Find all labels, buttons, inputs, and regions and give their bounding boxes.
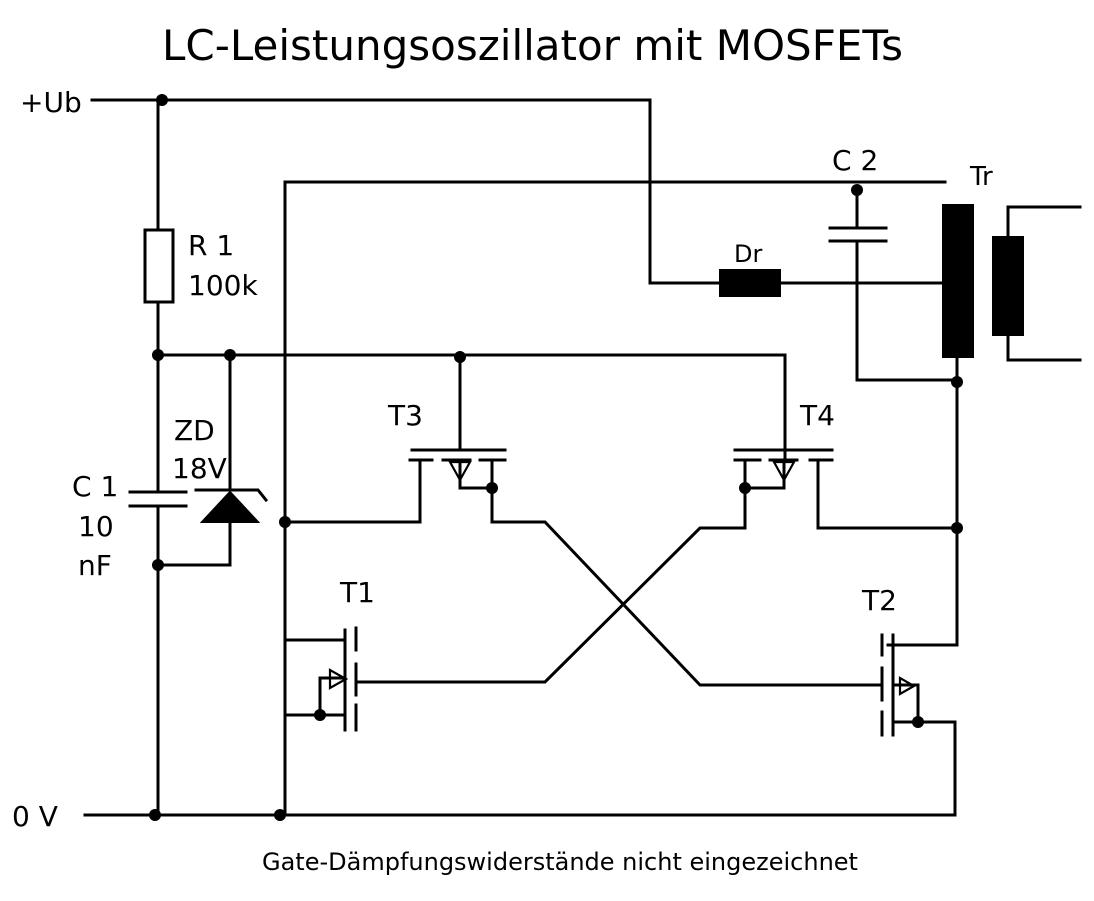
resistor-r1: R 1 100k: [143, 98, 258, 357]
gate-bias-bus: [152, 349, 787, 460]
c2-name: C 2: [832, 144, 878, 177]
capacitor-c1: C 1 10 nF: [72, 353, 188, 817]
mosfet-t4: T4: [356, 399, 959, 684]
mosfet-t2: T2: [861, 584, 959, 817]
capacitor-c2: C 2: [828, 144, 957, 382]
c1-value-unit: nF: [78, 549, 112, 582]
zd-value: 18V: [172, 452, 227, 485]
dr-name: Dr: [734, 240, 762, 268]
diagram-title: LC-Leistungsoszillator mit MOSFETs: [162, 21, 903, 70]
r1-value: 100k: [188, 269, 258, 302]
mosfet-t3: T3: [283, 399, 882, 687]
ground-rail: 0 V: [12, 800, 957, 833]
tank-rail: [279, 180, 947, 817]
transformer-tr: Tr: [942, 162, 1082, 362]
ground-rail-label: 0 V: [12, 800, 58, 833]
right-drain-rail: [886, 355, 963, 647]
choke-dr: Dr: [719, 240, 947, 297]
mosfet-t1: T1: [283, 576, 375, 817]
supply-rail: +Ub: [20, 86, 722, 285]
r1-name: R 1: [188, 229, 234, 262]
supply-rail-label: +Ub: [20, 86, 82, 119]
t1-name: T1: [339, 576, 375, 609]
zd-name: ZD: [174, 414, 215, 447]
c1-name: C 1: [72, 470, 118, 503]
footnote: Gate-Dämpfungswiderstände nicht eingezei…: [262, 848, 858, 876]
t3-name: T3: [387, 399, 423, 432]
tr-name: Tr: [969, 162, 993, 192]
c1-value-number: 10: [78, 510, 114, 543]
t2-name: T2: [861, 584, 897, 617]
t4-name: T4: [799, 399, 835, 432]
zener-diode-zd: ZD 18V: [156, 353, 269, 567]
